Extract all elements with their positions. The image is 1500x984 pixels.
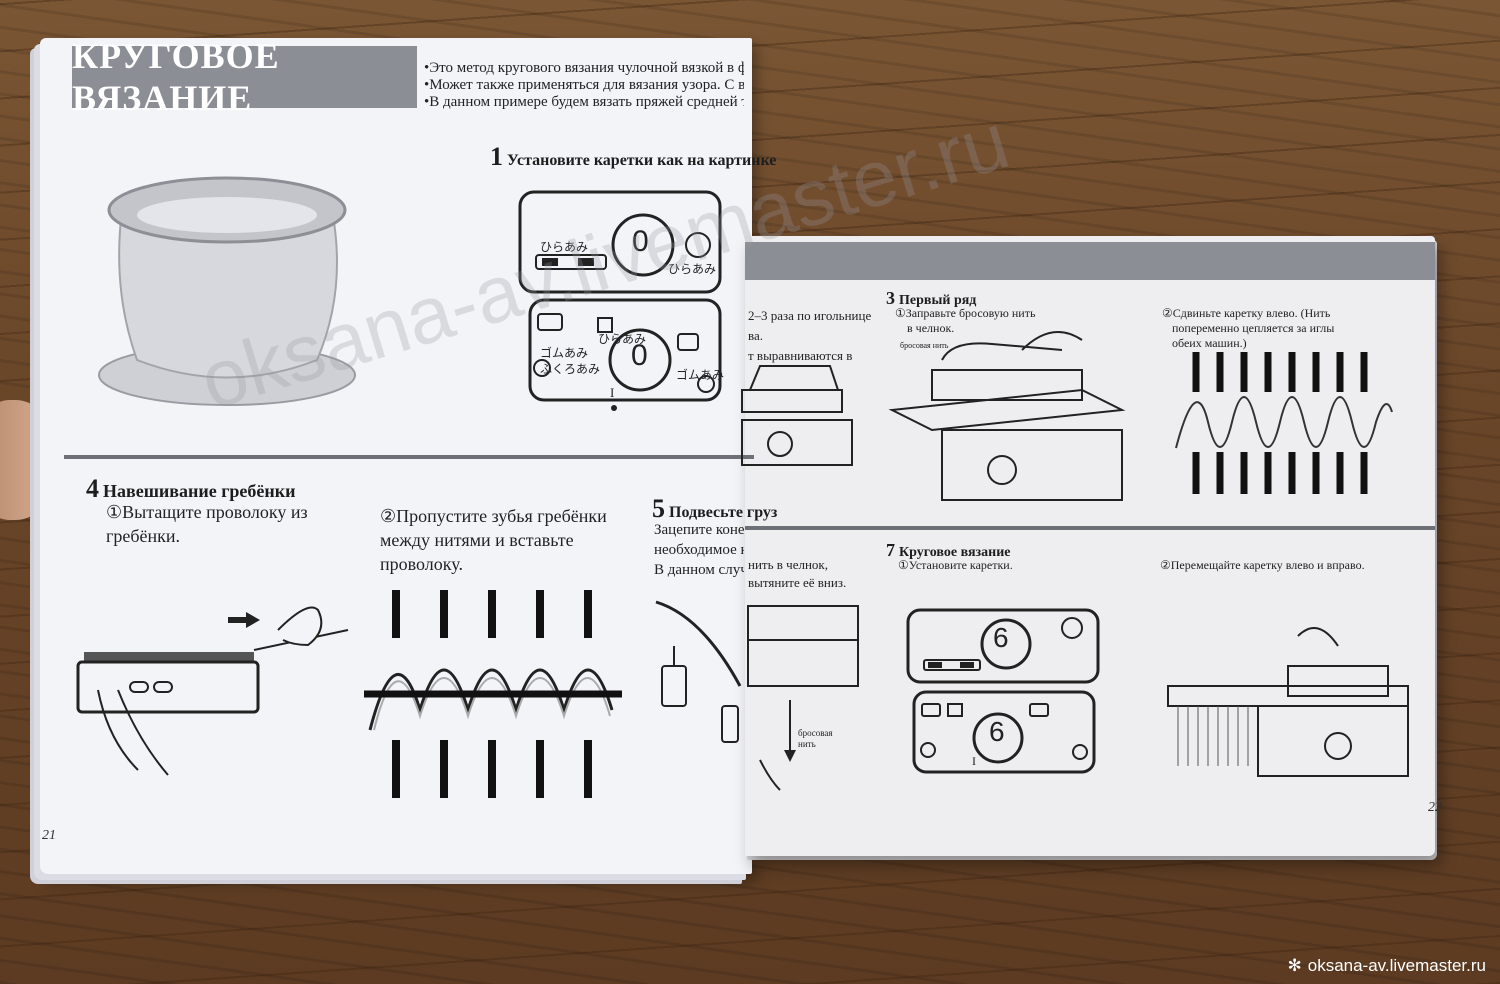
instruction-line: ①Вытащите проволоку из bbox=[106, 502, 308, 522]
instruction-line: обеих машин.) bbox=[1172, 336, 1247, 350]
snowflake-icon: ✻ bbox=[1287, 956, 1302, 975]
instruction-line: т выравниваются в bbox=[748, 348, 853, 363]
carriage-panel-step7-bottom bbox=[912, 690, 1096, 774]
knitting-machine-illustration-left bbox=[741, 365, 853, 466]
step-number: 4 bbox=[86, 474, 99, 503]
thread-label: бросовая нить bbox=[900, 341, 949, 350]
intro-line: •В данном примере будем вязать пряжей ср… bbox=[424, 94, 744, 110]
knitting-machine-illustration-right bbox=[1167, 627, 1409, 777]
instruction-line: ва. bbox=[748, 328, 763, 343]
dial-value: 6 bbox=[993, 622, 1009, 653]
step-label: Первый ряд bbox=[899, 293, 977, 308]
instruction-line: Зацепите конец прово bbox=[654, 522, 744, 538]
alternating-loops-illustration bbox=[1175, 352, 1393, 494]
carriage-panel-diagram-top bbox=[518, 190, 722, 294]
panel-label: ふくろあみ bbox=[540, 362, 601, 376]
instruction-line: в челнок. bbox=[907, 321, 955, 335]
panel-label: ひらあみ bbox=[668, 262, 717, 276]
credit-text: oksana-av.livemaster.ru bbox=[1307, 956, 1486, 975]
instruction-line: гребёнки. bbox=[106, 526, 181, 546]
step-7-instruction-1: ①Установите каретки. bbox=[898, 558, 1013, 572]
page-number-right: 22 bbox=[1428, 800, 1442, 815]
instruction-line: между нитями и вставьте bbox=[380, 530, 574, 550]
instruction-line: вытяните её вниз. bbox=[748, 575, 847, 590]
intro-line: •Может также применяться для вязания узо… bbox=[424, 77, 744, 93]
section-divider bbox=[64, 455, 754, 459]
instruction-line: проволоку. bbox=[380, 554, 463, 574]
right-page bbox=[745, 236, 1435, 856]
page-number-left: 21 bbox=[42, 828, 56, 843]
panel-label: ひらあみ bbox=[598, 332, 647, 346]
panel-label: ゴムあみ bbox=[540, 346, 589, 360]
step-number: 3 bbox=[886, 288, 895, 308]
instruction-line: нить в челнок, bbox=[748, 557, 828, 572]
dial-value: 0 bbox=[631, 339, 648, 372]
site-credit: ✻ oksana-av.livemaster.ru bbox=[1287, 956, 1486, 976]
dial-value: 6 bbox=[989, 716, 1005, 747]
instruction-line: В данном случае 2 шт bbox=[654, 562, 744, 578]
label-line: бросовая bbox=[798, 728, 833, 738]
loops-with-wire-illustration bbox=[364, 590, 622, 798]
right-page-banner bbox=[745, 242, 1435, 280]
instruction-line: ①Заправьте бросовую нить bbox=[895, 306, 1036, 320]
step-2-instruction: 2–3 раза по игольнице ва. т выравниваютс… bbox=[748, 306, 871, 366]
step-number: 7 bbox=[886, 540, 895, 560]
knitted-tube-illustration bbox=[98, 176, 356, 406]
step-number: 5 bbox=[652, 494, 665, 523]
intro-text: •Это метод кругового вязания чулочной вя… bbox=[424, 60, 744, 111]
step-label: Подвесьте груз bbox=[669, 504, 778, 521]
instruction-line: ②Пропустите зубья гребёнки bbox=[380, 506, 607, 526]
label-line: нить bbox=[798, 739, 816, 749]
step-label: Круговое вязание bbox=[899, 545, 1011, 560]
comb-illustration bbox=[76, 606, 349, 776]
step-7-heading: 7 Круговое вязание bbox=[886, 540, 1011, 561]
step-number: 1 bbox=[490, 142, 503, 171]
step-3-heading: 3 Первый ряд bbox=[886, 288, 976, 309]
mark-label: I bbox=[610, 385, 615, 400]
instruction-line: 2–3 раза по игольнице bbox=[748, 308, 872, 323]
carriage-panel-step7-top bbox=[906, 608, 1100, 684]
weights-illustration bbox=[655, 600, 742, 743]
mark-label: I bbox=[972, 754, 976, 768]
thread-label: бросовая нить bbox=[798, 728, 833, 750]
step-3-instruction-1: ①Заправьте бросовую нить в челнок. bbox=[895, 306, 1035, 336]
step-7-instruction-2: ②Перемещайте каретку влево и вправо. bbox=[1160, 558, 1365, 572]
panel-label: ゴムあみ bbox=[676, 368, 725, 382]
section-divider-right bbox=[745, 526, 1435, 530]
panel-label: ひらあみ bbox=[540, 240, 589, 254]
step-4-instruction-1: ①Вытащите проволоку из гребёнки. bbox=[106, 500, 308, 548]
instruction-line: необходимое количество bbox=[654, 542, 744, 558]
step-5-continued: нить в челнок, вытяните её вниз. bbox=[748, 556, 846, 592]
step-3-instruction-2: ②Сдвиньте каретку влево. (Нить поперемен… bbox=[1162, 306, 1334, 351]
carriage-panel-diagram-bottom bbox=[528, 298, 722, 411]
step-5-instruction: Зацепите конец прово необходимое количес… bbox=[654, 520, 744, 580]
dial-value: 0 bbox=[632, 225, 649, 258]
page-title: КРУГОВОЕ ВЯЗАНИЕ bbox=[72, 36, 417, 118]
weights-thread-illustration bbox=[747, 605, 859, 791]
step-label: Навешивание гребёнки bbox=[103, 481, 296, 501]
knitting-machine-illustration-center bbox=[888, 331, 1126, 501]
instruction-line: ②Сдвиньте каретку влево. (Нить bbox=[1162, 306, 1331, 320]
step-4-instruction-2: ②Пропустите зубья гребёнки между нитями … bbox=[380, 504, 607, 576]
intro-line: •Это метод кругового вязания чулочной вя… bbox=[424, 60, 744, 76]
instruction-line: попеременно цепляется за иглы bbox=[1172, 321, 1335, 335]
step-label: Установите каретки как на картинке bbox=[507, 152, 777, 169]
